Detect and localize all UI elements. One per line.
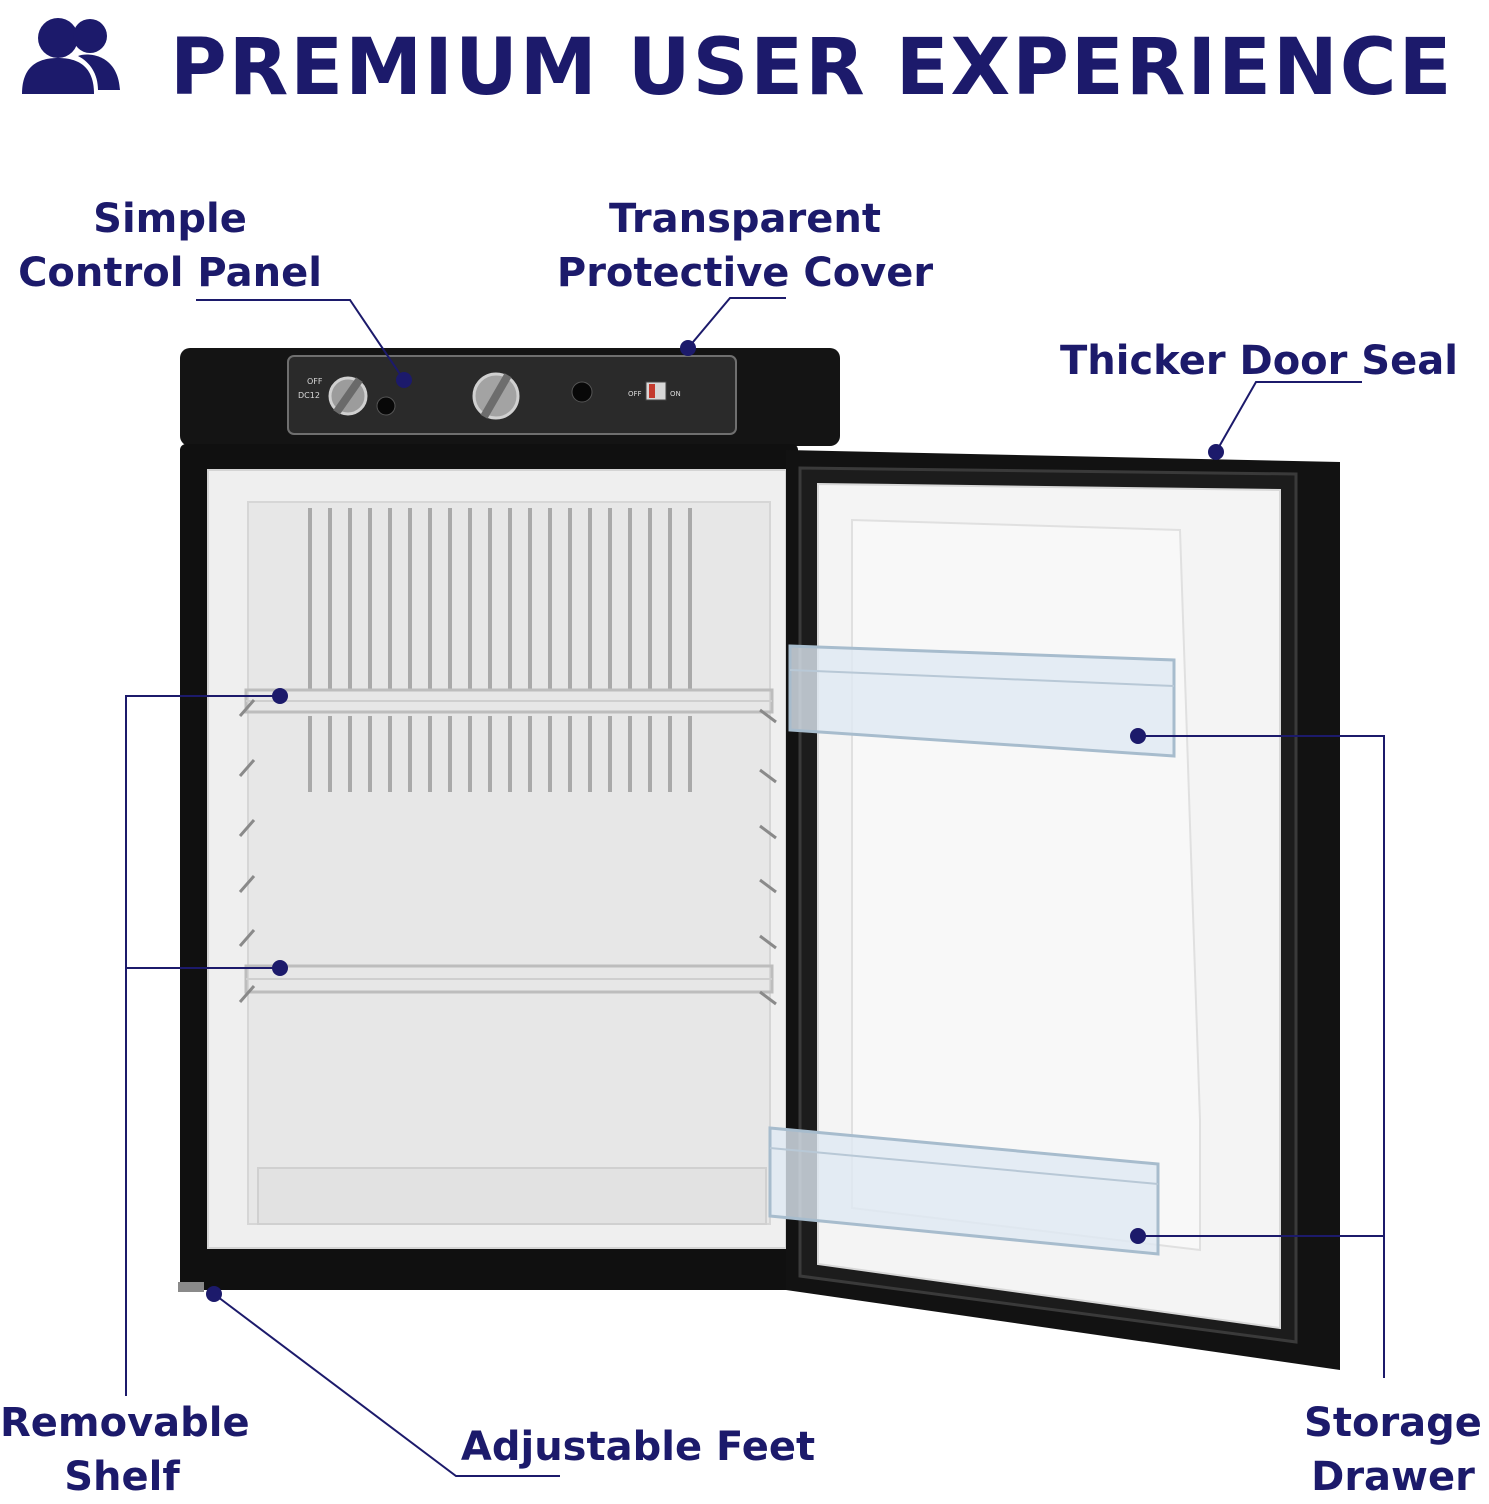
callout-removable-shelf-line2: Shelf <box>64 1454 180 1500</box>
callout-protective-cover-line2: Protective Cover <box>556 250 934 296</box>
knob-label-off: OFF <box>307 377 323 386</box>
knob-label-dc12: DC12 <box>298 391 320 400</box>
callout-control-panel-line1: Simple <box>93 196 247 242</box>
cooling-fins <box>308 508 692 792</box>
ignition-button-right <box>571 381 593 403</box>
callout-door-seal-line1: Thicker Door Seal <box>1060 338 1458 384</box>
callout-protective-cover-line1: Transparent <box>609 196 881 242</box>
lower-door-bin <box>768 1126 1160 1256</box>
bottom-tray <box>257 1167 767 1225</box>
callout-storage-drawer: Storage Drawer <box>1298 1396 1488 1504</box>
users-icon <box>22 18 120 94</box>
callout-control-panel-line2: Control Panel <box>18 250 322 296</box>
callout-adjustable-feet-line1: Adjustable Feet <box>460 1424 816 1470</box>
switch-label-off: OFF <box>628 390 642 398</box>
callout-dots <box>206 340 1224 1302</box>
callout-storage-drawer-line2: Drawer <box>1311 1454 1475 1500</box>
upper-wire-shelf <box>244 688 774 714</box>
callout-protective-cover: Transparent Protective Cover <box>540 192 950 300</box>
callout-adjustable-feet: Adjustable Feet <box>448 1420 828 1474</box>
ignition-button-left <box>376 396 396 416</box>
callout-removable-shelf-line1: Removable <box>0 1400 250 1446</box>
page-title: PREMIUM USER EXPERIENCE <box>170 23 1454 113</box>
callout-storage-drawer-line1: Storage <box>1304 1400 1482 1446</box>
callout-control-panel: Simple Control Panel <box>2 192 338 300</box>
callout-lines <box>125 297 1385 1477</box>
lower-wire-shelf <box>244 964 774 994</box>
callout-removable-shelf: Removable Shelf <box>0 1396 250 1504</box>
upper-door-bin <box>788 644 1176 758</box>
adjustable-foot <box>178 1282 204 1292</box>
callout-door-seal: Thicker Door Seal <box>1060 334 1458 388</box>
switch-label-on: ON <box>670 390 681 398</box>
